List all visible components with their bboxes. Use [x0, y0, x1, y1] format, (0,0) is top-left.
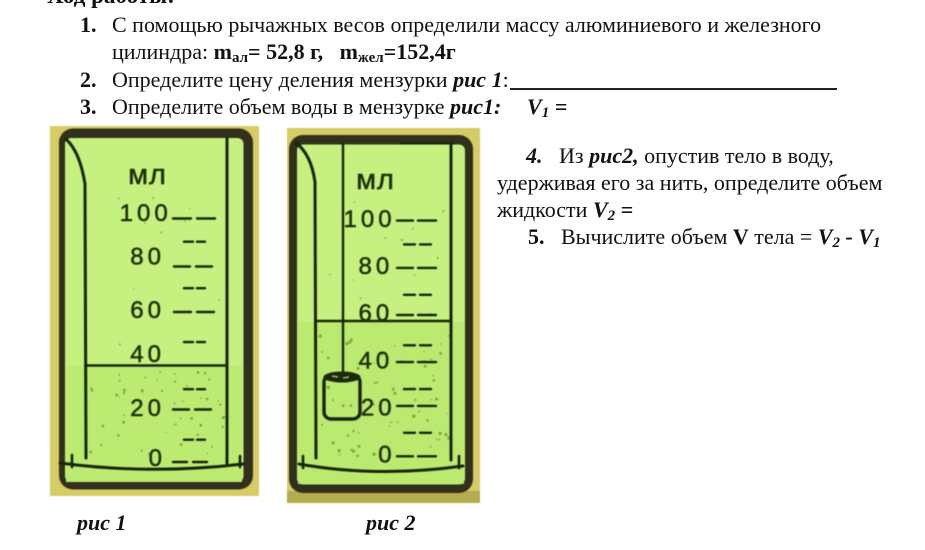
svg-text:0: 0 — [149, 445, 166, 472]
svg-text:60: 60 — [130, 297, 165, 324]
svg-text:20: 20 — [361, 394, 396, 421]
svg-text:40: 40 — [130, 341, 165, 368]
svg-text:мл: мл — [356, 164, 395, 196]
svg-text:100: 100 — [120, 200, 172, 227]
svg-text:100: 100 — [344, 206, 396, 233]
svg-text:80: 80 — [358, 253, 393, 280]
svg-text:0: 0 — [378, 442, 395, 469]
svg-text:20: 20 — [130, 395, 165, 422]
svg-text:мл: мл — [128, 159, 167, 191]
svg-text:40: 40 — [358, 347, 393, 374]
svg-text:60: 60 — [358, 300, 393, 327]
svg-text:80: 80 — [130, 244, 165, 271]
